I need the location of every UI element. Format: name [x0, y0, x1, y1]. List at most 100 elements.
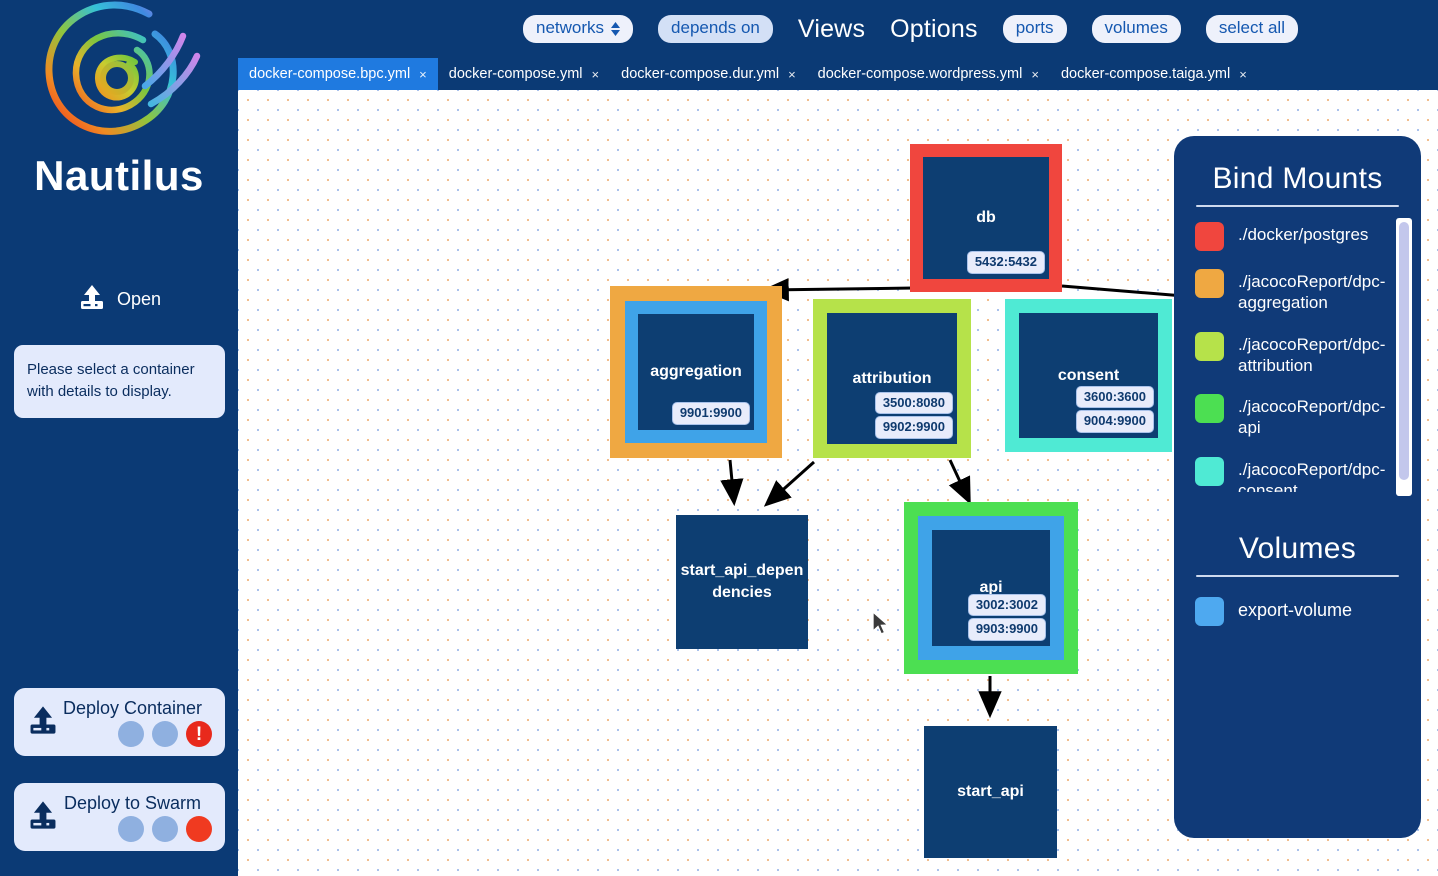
bind-mount-item[interactable]: ./docker/postgres [1195, 222, 1393, 251]
sidebar: Nautilus Open Please select a container … [0, 0, 238, 876]
select-all-button[interactable]: select all [1205, 15, 1298, 43]
bind-mount-label: ./jacocoReport/dpc-aggregation [1238, 272, 1386, 313]
tab-close-icon[interactable]: × [788, 66, 796, 82]
tab-label: docker-compose.taiga.yml [1060, 66, 1231, 82]
port-badge: 3600:3600 [1075, 385, 1154, 409]
volumes-title: Volumes [1238, 532, 1357, 565]
bind-mount-color-swatch [1195, 269, 1224, 298]
tab-close-icon[interactable]: × [591, 66, 600, 82]
details-placeholder: Please select a container with details t… [14, 345, 225, 418]
tab-close-icon[interactable]: × [419, 66, 427, 82]
tab-4[interactable]: docker-compose.taiga.yml × [1050, 58, 1258, 90]
port-badge: 9004:9900 [1075, 410, 1154, 433]
bind-mounts-scrollbar-thumb[interactable] [1399, 222, 1409, 480]
node-ports: 9901:9900 [671, 402, 750, 425]
depends-on-button[interactable]: depends on [658, 15, 773, 43]
bind-mount-color-swatch [1195, 394, 1224, 423]
node-label: start_api [957, 783, 1024, 801]
tab-label: docker-compose.wordpress.yml [817, 66, 1023, 82]
bind-mount-color-swatch [1195, 331, 1224, 361]
deploy-upload-icon [26, 704, 60, 741]
node-label: start_api_dependencies [680, 562, 804, 601]
deploy-swarm-button[interactable]: Deploy to Swarm [14, 783, 225, 851]
bind-mounts-scrollbar[interactable] [1396, 218, 1412, 496]
status-dot-2[interactable] [152, 721, 178, 747]
volume-label: export-volume [1238, 600, 1353, 620]
nautilus-spiral-icon [45, 1, 201, 135]
networks-dropdown[interactable]: networks [523, 15, 634, 43]
node-label: api [979, 579, 1003, 597]
port-badge: 3002:3002 [967, 593, 1046, 617]
swarm-status-dot-3[interactable] [186, 816, 212, 842]
bind-mount-label: ./docker/postgres [1238, 225, 1369, 244]
deploy-container-button[interactable]: Deploy Container ! [14, 688, 225, 756]
bind-mount-item[interactable]: ./jacocoReport/dpc-api [1195, 394, 1393, 439]
tab-2[interactable]: docker-compose.dur.yml× [610, 58, 807, 90]
tab-3[interactable]: docker-compose.wordpress.yml × [807, 58, 1050, 90]
tab-close-icon[interactable]: × [1239, 66, 1247, 82]
bind-mount-item[interactable]: ./jacocoReport/dpc-attribution [1195, 331, 1393, 377]
bind-mounts-divider [1196, 205, 1399, 207]
volumes-list: export-volume [1174, 597, 1421, 626]
title-bar: networks depends on Views Options ports … [0, 0, 1438, 58]
views-menu[interactable]: Views [797, 14, 866, 43]
legend-panel: Bind Mounts ./docker/postgres ./jacocoRep… [1174, 136, 1421, 838]
node-start_api[interactable]: start_api [924, 726, 1057, 858]
open-button[interactable]: Open [0, 283, 238, 316]
content-area: docker-compose.bpc.yml×docker-compose.ym… [238, 58, 1438, 876]
swarm-status-dot-2[interactable] [152, 816, 178, 842]
bind-mount-label: ./jacocoReport/dpc-api [1238, 397, 1386, 438]
bind-mount-item[interactable]: ./jacocoReport/dpc-consent [1195, 456, 1393, 493]
bind-mounts-list: ./docker/postgres ./jacocoReport/dpc-aggr… [1174, 222, 1399, 492]
node-label: consent [1057, 366, 1120, 384]
edge-attribution-to-api [948, 459, 971, 505]
status-dot-1[interactable] [118, 721, 144, 747]
deploy-swarm-upload-icon [26, 799, 60, 836]
node-body[interactable]: start_api [924, 726, 1057, 858]
bind-mount-label: ./jacocoReport/dpc-consent [1238, 459, 1386, 493]
volumes-label: volumes [1104, 18, 1168, 38]
tab-1[interactable]: docker-compose.yml× [438, 58, 610, 90]
bind-mount-item[interactable]: ./jacocoReport/dpc-aggregation [1195, 269, 1393, 314]
spinner-icon [611, 21, 621, 36]
open-label: Open [116, 289, 162, 309]
bind-mount-color-swatch [1195, 222, 1224, 251]
swarm-status-dot-1[interactable] [118, 816, 144, 842]
deploy-swarm-label: Deploy to Swarm [63, 793, 202, 813]
select-all-label: select all [1218, 18, 1285, 38]
upload-icon [77, 283, 107, 316]
node-body[interactable]: start_api_dependencies [676, 515, 808, 649]
bind-mount-label: ./jacocoReport/dpc-attribution [1238, 334, 1386, 375]
node-start_api_dependencies[interactable]: start_api_dependencies [676, 515, 808, 649]
port-badge: 9902:9900 [874, 416, 953, 439]
bind-mounts-section: ./docker/postgres ./jacocoReport/dpc-aggr… [1174, 218, 1421, 496]
tab-0[interactable]: docker-compose.bpc.yml× [238, 58, 438, 90]
ports-button[interactable]: ports [1002, 15, 1067, 43]
volumes-divider [1196, 575, 1399, 577]
volume-color-swatch [1195, 597, 1224, 626]
options-menu[interactable]: Options [890, 14, 978, 43]
port-badge: 9901:9900 [671, 402, 750, 425]
bind-mounts-title: Bind Mounts [1212, 162, 1383, 195]
tab-close-icon[interactable]: × [1031, 66, 1039, 82]
ports-label: ports [1015, 18, 1054, 38]
toolbar: networks depends on Views Options ports … [238, 0, 1438, 58]
status-alert-icon[interactable]: ! [186, 721, 212, 747]
volume-item[interactable]: export-volume [1195, 597, 1421, 626]
volumes-button[interactable]: volumes [1091, 15, 1181, 43]
